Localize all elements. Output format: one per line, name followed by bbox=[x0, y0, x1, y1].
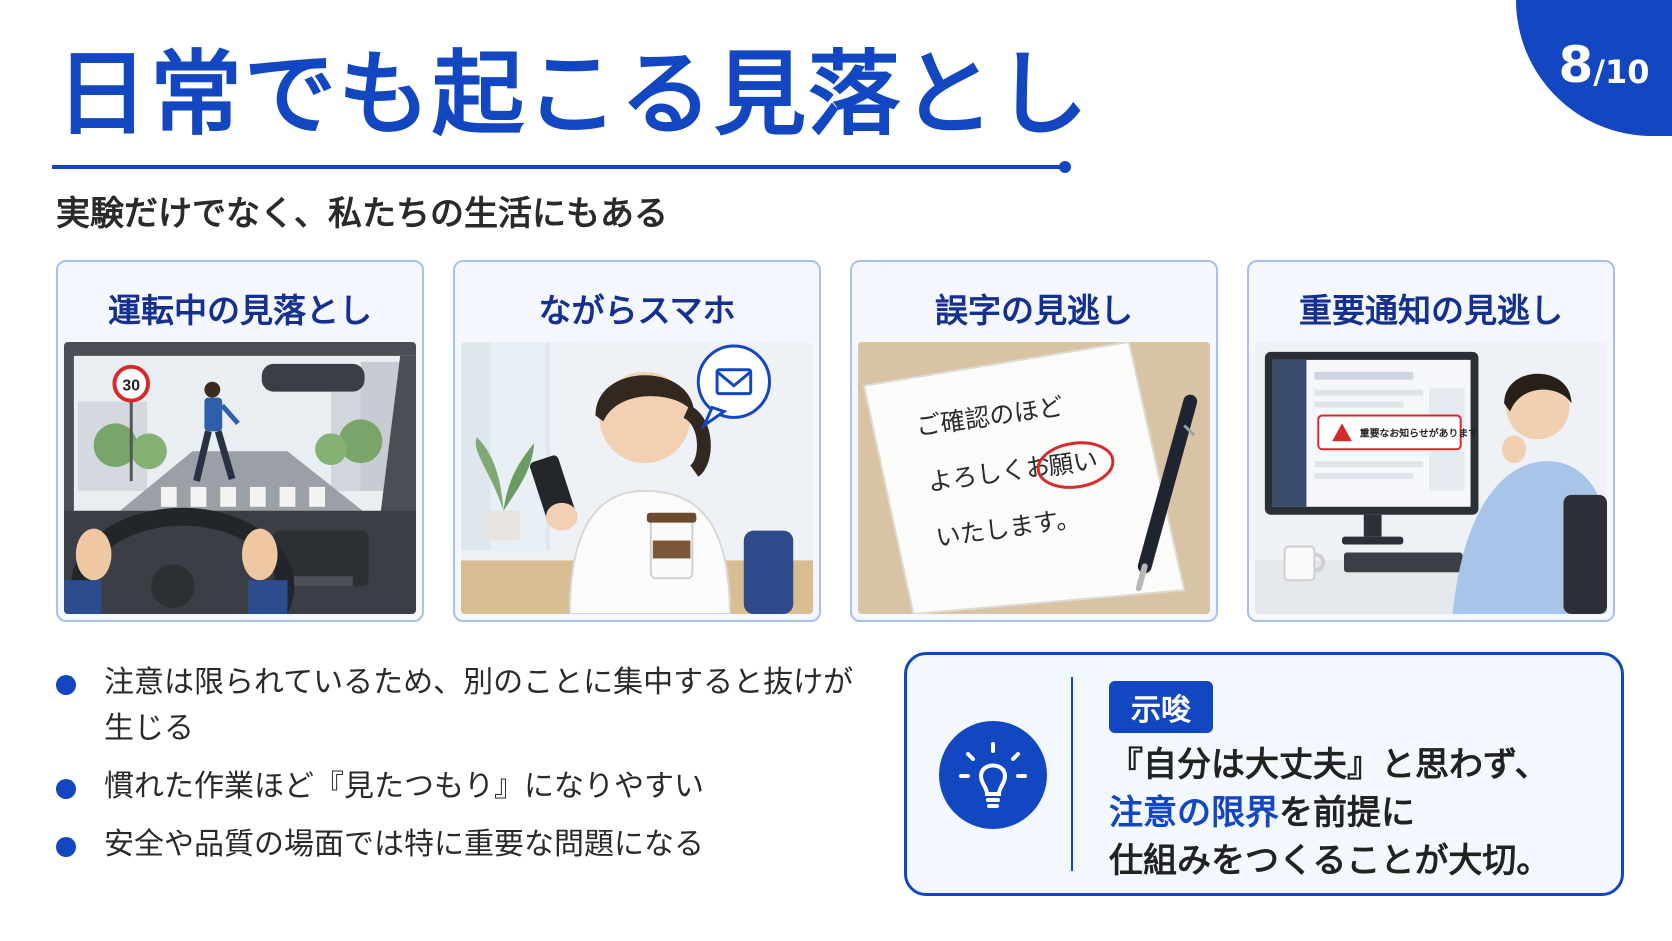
driving-illustration: 30 bbox=[64, 342, 416, 614]
insight-line-2: 注意の限界を前提に bbox=[1109, 793, 1415, 833]
bullet-dot-icon bbox=[56, 779, 76, 799]
insight-box: 示唆 『自分は大丈夫』と思わず、 注意の限界を前提に 仕組みをつくることが大切。 bbox=[904, 652, 1624, 896]
bullet-list: 注意は限られているため、別のことに集中すると抜けが生じる 慣れた作業ほど『見たつ… bbox=[56, 660, 856, 880]
page-subtitle: 実験だけでなく、私たちの生活にもある bbox=[56, 194, 668, 234]
speed-sign-label: 30 bbox=[122, 378, 140, 395]
card-smartphone: ながらスマホ bbox=[453, 260, 821, 622]
insight-highlight: 注意の限界 bbox=[1109, 793, 1279, 833]
typo-illustration: ご確認のほど よろしくお 願い いたします。 bbox=[858, 342, 1210, 614]
page-number-badge: 8 /10 bbox=[1516, 0, 1672, 136]
insight-line-1: 『自分は大丈夫』と思わず、 bbox=[1109, 745, 1549, 785]
page-total: /10 bbox=[1593, 53, 1650, 91]
title-underline bbox=[52, 161, 1071, 173]
insight-divider bbox=[1071, 677, 1073, 871]
insight-text: 『自分は大丈夫』と思わず、 注意の限界を前提に 仕組みをつくることが大切。 bbox=[1109, 741, 1550, 885]
insight-tag: 示唆 bbox=[1109, 681, 1213, 733]
card-driving: 運転中の見落とし bbox=[56, 260, 424, 622]
underline-dot bbox=[1059, 161, 1071, 173]
example-cards: 運転中の見落とし bbox=[56, 260, 1616, 622]
typo-word: 願い bbox=[1047, 445, 1100, 481]
smartphone-illustration bbox=[461, 342, 813, 614]
bullet-item: 安全や品質の場面では特に重要な問題になる bbox=[56, 822, 856, 868]
bullet-item: 慣れた作業ほど『見たつもり』になりやすい bbox=[56, 764, 856, 810]
card-title: 重要通知の見逃し bbox=[1299, 291, 1563, 330]
insight-line-3: 仕組みをつくることが大切。 bbox=[1109, 841, 1551, 881]
card-notification: 重要通知の見逃し 重要なお知らせがあります bbox=[1247, 260, 1615, 622]
bullet-item: 注意は限られているため、別のことに集中すると抜けが生じる bbox=[56, 660, 856, 752]
card-title: 誤字の見逃し bbox=[935, 291, 1133, 330]
page-current: 8 bbox=[1558, 36, 1594, 94]
alert-text: 重要なお知らせがあります bbox=[1360, 426, 1478, 439]
bullet-dot-icon bbox=[56, 837, 76, 857]
notification-illustration: 重要なお知らせがあります bbox=[1255, 342, 1607, 614]
bullet-dot-icon bbox=[56, 675, 76, 695]
lightbulb-icon bbox=[939, 721, 1047, 829]
card-typo: 誤字の見逃し ご確認のほど よろしくお 願い いたします。 bbox=[850, 260, 1218, 622]
card-title: ながらスマホ bbox=[538, 291, 736, 330]
card-title: 運転中の見落とし bbox=[108, 291, 372, 330]
page-title: 日常でも起こる見落とし bbox=[56, 41, 1091, 148]
